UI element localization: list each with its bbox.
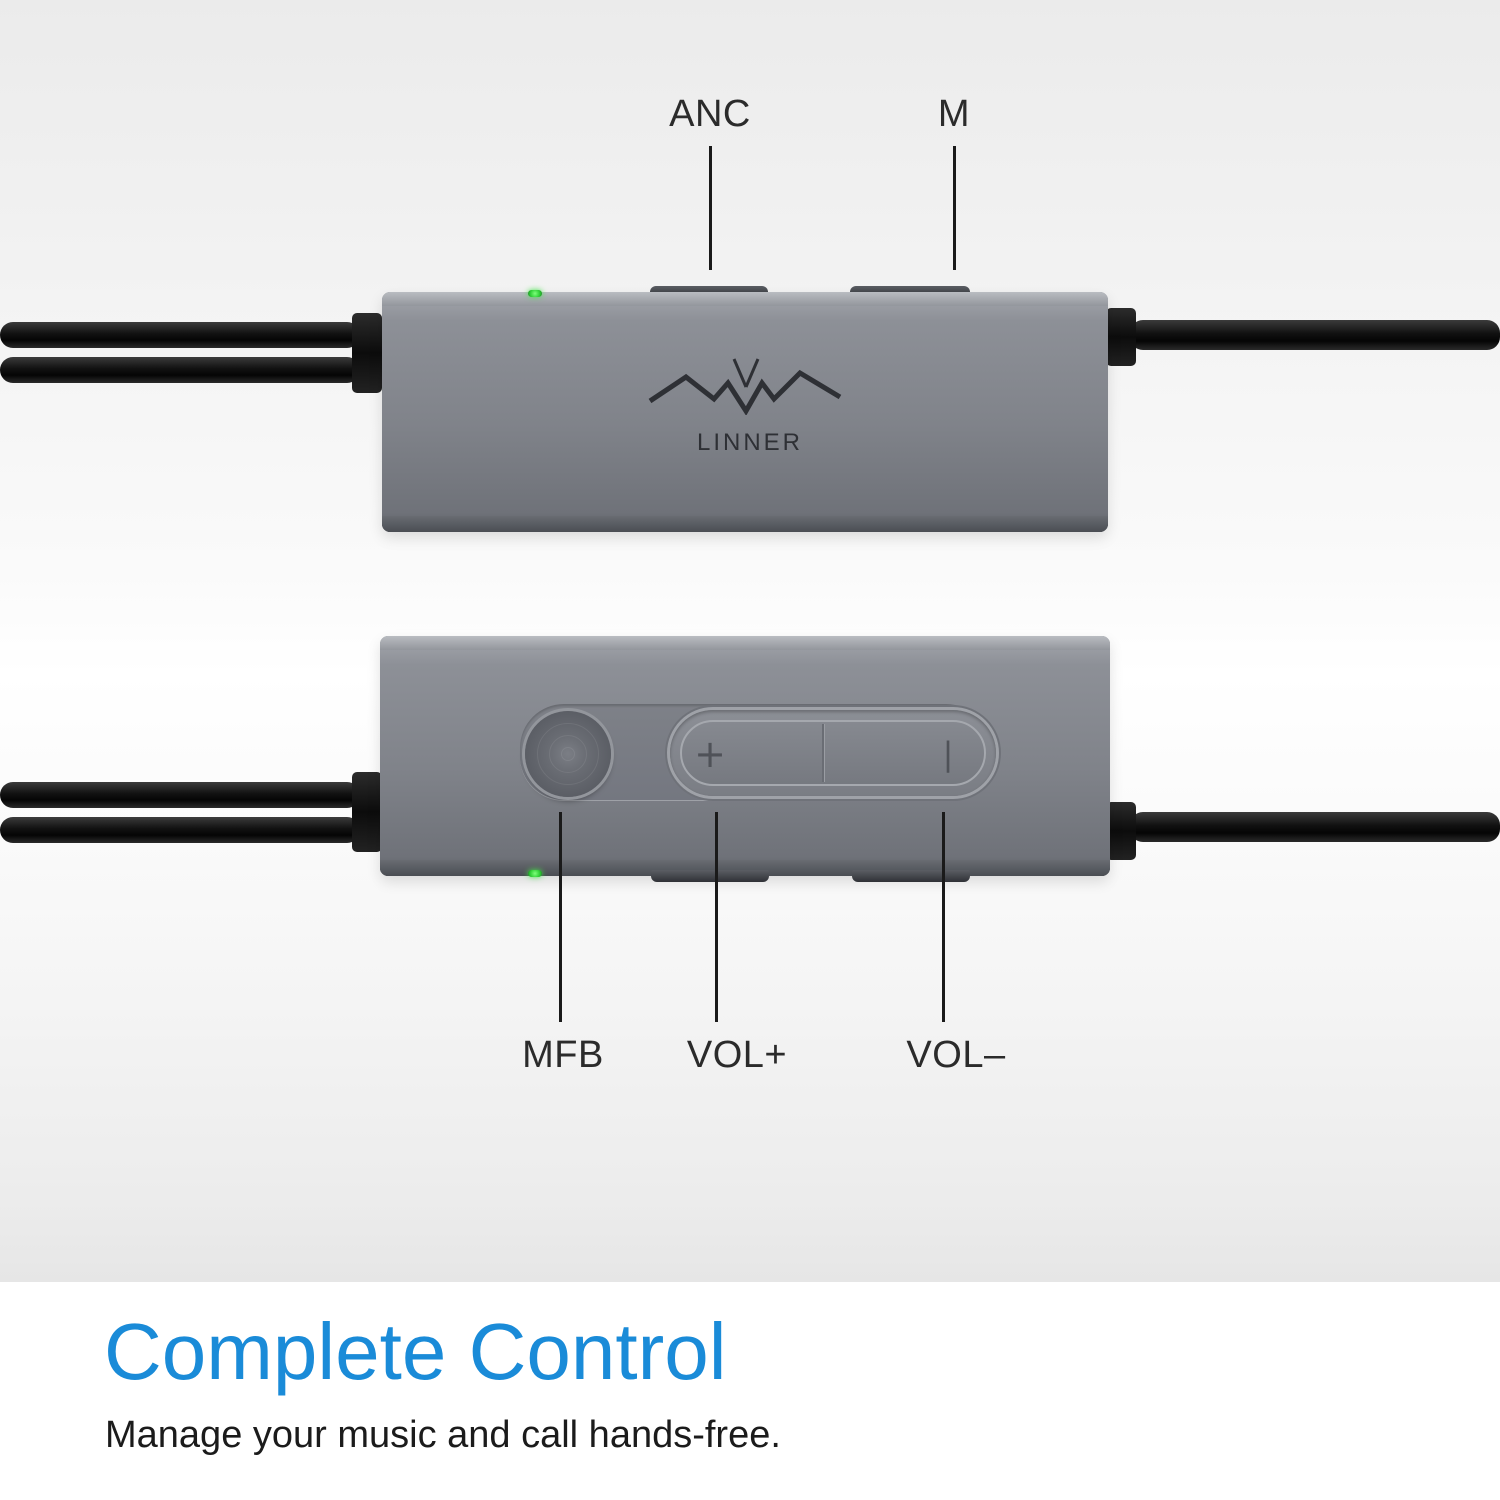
volume-rocker-divider (822, 724, 824, 782)
m-side-button[interactable] (852, 870, 970, 882)
linner-logo-icon (648, 358, 842, 415)
cable-left-upper (0, 322, 360, 348)
callout-mfb-label: MFB (522, 1034, 604, 1076)
top-remote-edge (382, 292, 1108, 306)
callout-anc-label: ANC (669, 93, 751, 135)
cable-left-lower (0, 357, 360, 383)
cable-collar-right (1106, 308, 1136, 366)
cable-right (1130, 812, 1500, 842)
volume-rocker-inner (680, 720, 986, 786)
caption-banner (0, 1282, 1500, 1500)
vol-minus-button[interactable] (826, 716, 990, 790)
cable-collar-left (352, 772, 382, 852)
bottom-remote-top-edge (380, 636, 1110, 650)
cable-collar-left (352, 313, 382, 393)
callout-vol-minus-label: VOL– (906, 1034, 1006, 1076)
mfb-ring (561, 747, 575, 761)
cable-right (1130, 320, 1500, 350)
mfb-button-icon[interactable] (525, 711, 611, 797)
callout-vol-plus-line (715, 812, 718, 1022)
anc-side-button[interactable] (651, 870, 769, 882)
led-indicator-icon (528, 870, 542, 877)
mfb-ring (549, 735, 587, 773)
vol-plus-button[interactable] (676, 716, 826, 790)
minus-icon: | (942, 735, 954, 773)
led-indicator-icon (528, 290, 542, 297)
top-remote-bottom-edge (382, 516, 1108, 532)
callout-vol-minus-line (942, 812, 945, 1022)
headline: Complete Control (104, 1307, 727, 1396)
callout-m-line (953, 146, 956, 270)
cable-collar-right (1106, 802, 1136, 860)
cable-left-upper (0, 782, 360, 808)
callout-mfb-line (559, 812, 562, 1022)
cable-left-lower (0, 817, 360, 843)
callout-m-label: M (937, 93, 971, 135)
top-remote-body (382, 292, 1108, 532)
volume-rocker: + | (670, 710, 996, 796)
plus-icon: + (694, 732, 726, 776)
brand-wordmark: LINNER (696, 429, 804, 456)
subline: Manage your music and call hands-free. (105, 1414, 781, 1456)
callout-vol-plus-label: VOL+ (686, 1034, 788, 1076)
mfb-ring (537, 723, 599, 785)
callout-anc-line (709, 146, 712, 270)
